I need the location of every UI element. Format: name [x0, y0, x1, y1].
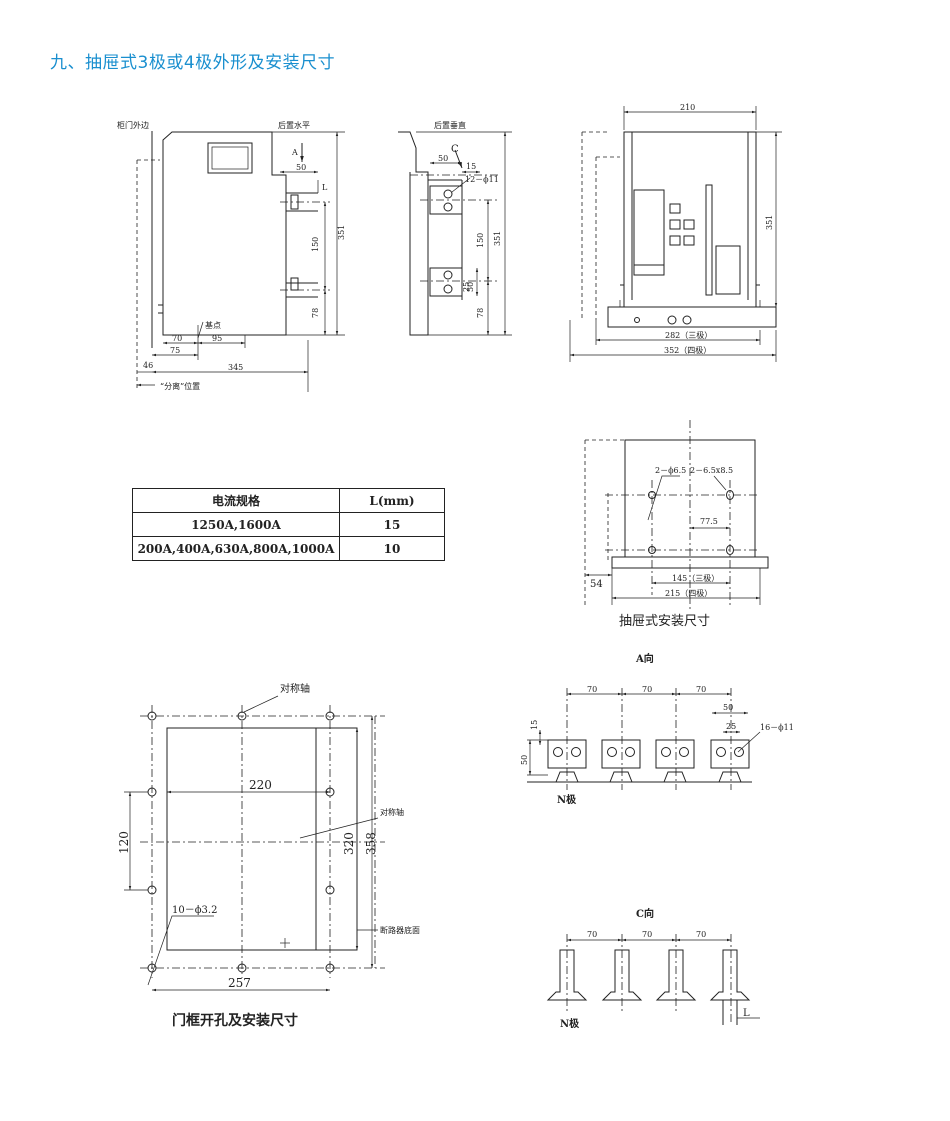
- table-header-current: 电流规格: [132, 488, 340, 513]
- view-c-n-pole: N极: [560, 1017, 580, 1030]
- view-a-dim-15: 15: [530, 720, 539, 730]
- table-row: 1250A,1600A 15: [132, 512, 445, 537]
- view-a: A向 70 70 70 50 25 16－ϕ11 15 50: [520, 652, 794, 806]
- view-c-dim-l: L: [743, 1008, 750, 1019]
- symmetry-axis-top: 对称轴: [280, 682, 310, 695]
- dim-345: 345: [228, 363, 243, 372]
- view-c: C向 70 70 70 L N极: [546, 907, 760, 1030]
- view-a-dim-2: 70: [642, 685, 652, 694]
- dim-77-5: 77.5: [700, 517, 718, 526]
- dim-50: 50: [296, 163, 306, 172]
- current-spec-table: 电流规格 L(mm) 1250A,1600A 15 200A,400A,630A…: [132, 488, 445, 561]
- side-view-vertical: 后置垂直 C 50 15 12－ϕ11 150 78 50 25 351: [398, 120, 512, 336]
- dim-70: 70: [172, 334, 182, 343]
- dim-54: 54: [590, 579, 603, 590]
- table-cell-l: 10: [339, 536, 445, 561]
- dim-282: 282（三极）: [665, 330, 712, 340]
- arrow-a-label: A: [291, 148, 298, 157]
- view-a-dim-50-left: 50: [520, 755, 529, 765]
- table-row: 200A,400A,630A,800A,1000A 10: [132, 536, 445, 561]
- door-frame-cutout: 对称轴 220 120 320 358 对称轴 断路器底面: [117, 682, 420, 1029]
- symmetry-axis-right: 对称轴: [380, 807, 404, 817]
- view-a-dim-50: 50: [723, 703, 733, 712]
- table-header-row: 电流规格 L(mm): [132, 488, 445, 513]
- datum-label: 基点: [205, 320, 221, 330]
- dim-358: 358: [364, 832, 378, 855]
- dim-50b: 50: [466, 282, 475, 292]
- dim-75: 75: [170, 346, 180, 355]
- view-a-dim-3: 70: [696, 685, 706, 694]
- dim-120: 120: [117, 831, 131, 854]
- dim-78: 78: [311, 308, 320, 318]
- table-cell-l: 15: [339, 512, 445, 537]
- dim-l: L: [322, 183, 328, 192]
- dim-46: 46: [143, 361, 153, 370]
- front-view: 210 351 282（三极） 352（四极）: [569, 103, 782, 362]
- dim-15: 15: [466, 162, 476, 171]
- side-view-horizontal: 柜门外边 后置水平 A 50 L 150 78 351: [117, 120, 346, 392]
- view-c-dim-2: 70: [642, 930, 652, 939]
- dim-351: 351: [493, 231, 502, 246]
- dim-78: 78: [476, 308, 485, 318]
- view-a-dim-1: 70: [587, 685, 597, 694]
- view-a-hole-spec: 16－ϕ11: [760, 723, 794, 732]
- cabinet-edge-label: 柜门外边: [117, 120, 149, 130]
- table-header-l: L(mm): [339, 488, 445, 513]
- drawer-mounting-view: 2－ϕ6.5 2－6.5x8.5 77.5 54 145（三极） 215（四极）…: [584, 420, 769, 629]
- dim-50: 50: [438, 154, 448, 163]
- rear-vertical-label: 后置垂直: [434, 120, 466, 130]
- dim-150: 150: [476, 233, 485, 248]
- dim-215: 215（四极）: [665, 588, 712, 598]
- dim-25: 25: [462, 282, 471, 292]
- separate-position-label: “分离”位置: [160, 381, 200, 391]
- hole-spec: 10－ϕ3.2: [172, 905, 217, 916]
- dim-95: 95: [212, 334, 222, 343]
- dim-351: 351: [765, 215, 774, 230]
- dim-210: 210: [680, 103, 695, 112]
- dim-257: 257: [228, 976, 251, 990]
- dim-320: 320: [342, 832, 356, 855]
- dim-150: 150: [311, 237, 320, 252]
- hole-a-spec: 2－ϕ6.5: [655, 466, 686, 475]
- view-c-title: C向: [636, 907, 654, 920]
- hole-b-spec: 2－6.5x8.5: [690, 466, 733, 475]
- view-a-n-pole: N极: [557, 793, 577, 806]
- view-a-dim-25: 25: [726, 722, 736, 731]
- dim-145: 145（三极）: [672, 573, 719, 583]
- dim-220: 220: [249, 778, 272, 792]
- base-label: 断路器底面: [380, 925, 420, 935]
- drawer-mounting-caption: 抽屉式安装尺寸: [619, 614, 710, 629]
- view-c-dim-1: 70: [587, 930, 597, 939]
- table-cell-current: 200A,400A,630A,800A,1000A: [132, 536, 340, 561]
- table-cell-current: 1250A,1600A: [132, 512, 340, 537]
- hole-spec: 12－ϕ11: [465, 175, 499, 184]
- arrow-c-label: C: [451, 144, 459, 155]
- door-frame-caption: 门框开孔及安装尺寸: [172, 1012, 298, 1029]
- rear-horizontal-label: 后置水平: [278, 120, 310, 130]
- dim-352: 352（四极）: [664, 345, 711, 355]
- page-title: 九、抽屉式3极或4极外形及安装尺寸: [50, 53, 336, 73]
- view-c-dim-3: 70: [696, 930, 706, 939]
- dim-351: 351: [337, 225, 346, 240]
- view-a-title: A向: [635, 652, 654, 665]
